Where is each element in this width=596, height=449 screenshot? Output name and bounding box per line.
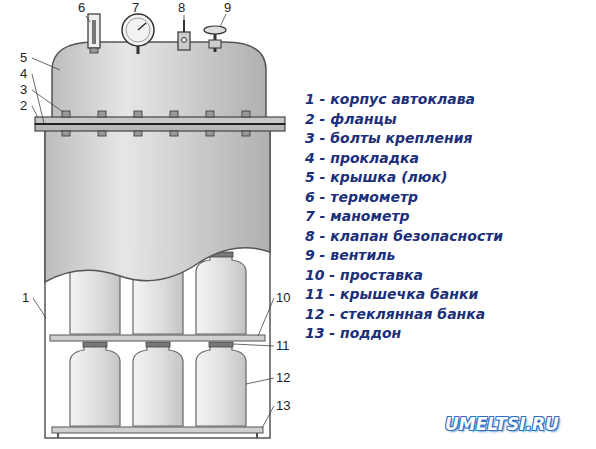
legend-line: 12 - стеклянная банка	[305, 305, 485, 323]
legend-line: 1 - корпус автоклава	[305, 90, 475, 108]
callout-number: 3	[20, 82, 27, 98]
legend-line: 4 - прокладка	[305, 149, 419, 167]
legend-line: 6 - термометр	[305, 188, 418, 206]
callout-number: 11	[276, 338, 290, 354]
legend-line: 9 - вентиль	[305, 246, 395, 264]
callout-number: 12	[276, 370, 290, 386]
callout-number: 13	[276, 398, 290, 414]
legend-line: 3 - болты крепления	[305, 129, 473, 147]
callout-number: 7	[132, 0, 139, 16]
callout-number: 10	[276, 290, 290, 306]
callout-number: 4	[20, 66, 27, 82]
watermark: UMELTSI.RU	[445, 414, 559, 434]
callout-number: 1	[22, 290, 29, 306]
legend-line: 13 - поддон	[305, 324, 401, 342]
callout-number: 6	[78, 0, 85, 16]
callout-number: 8	[178, 0, 185, 16]
callout-number: 5	[20, 50, 27, 66]
legend-line: 8 - клапан безопасности	[305, 227, 503, 245]
callout-number: 2	[20, 98, 27, 114]
legend-line: 7 - манометр	[305, 207, 410, 225]
legend-line: 10 - проставка	[305, 266, 423, 284]
legend-line: 2 - фланцы	[305, 110, 397, 128]
legend-line: 11 - крышечка банки	[305, 285, 478, 303]
callout-number: 9	[224, 0, 231, 16]
legend-line: 5 - крышка (люк)	[305, 168, 447, 186]
